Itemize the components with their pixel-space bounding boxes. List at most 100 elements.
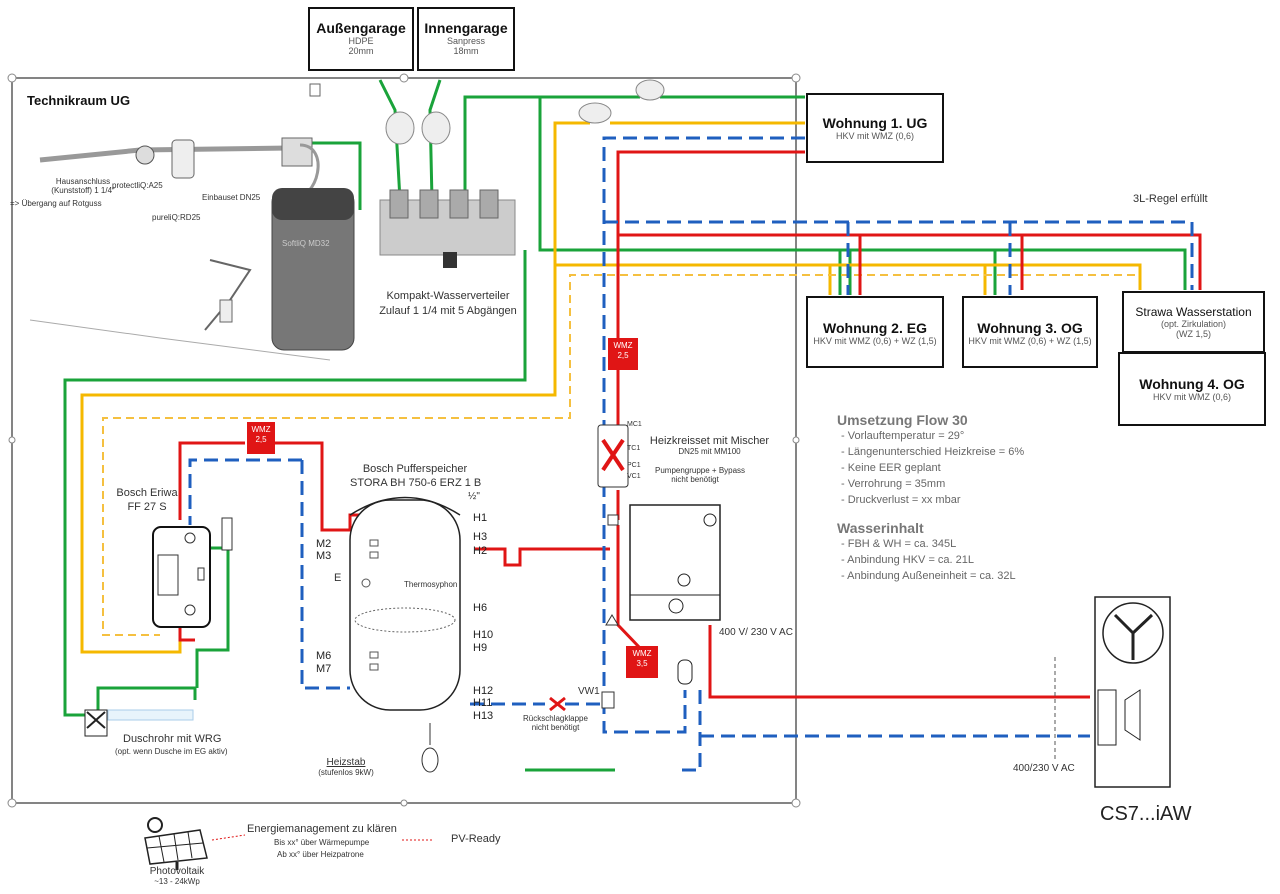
aussengarage-box: Außengarage HDPE 20mm — [308, 7, 414, 71]
friwa-station — [152, 517, 233, 628]
half-inch-label: ½" — [468, 491, 480, 502]
wmz-badge-supply-title: WMZ — [613, 341, 633, 350]
solar-panel — [144, 817, 432, 870]
pc1-label: PC1 — [627, 462, 641, 469]
energie-line-2: Bis xx° über Wärmepumpe — [274, 838, 370, 847]
vc1-label: VC1 — [627, 473, 641, 480]
aussengarage-title: Außengarage — [316, 20, 406, 36]
flow-notes: Umsetzung Flow 30 - Vorlauftemperatur = … — [837, 412, 1024, 584]
strawa-sub-2: (WZ 1,5) — [1176, 329, 1211, 339]
shower-pipe — [84, 709, 194, 737]
water-notes-item: - Anbindung HKV = ca. 21L — [841, 554, 975, 566]
puffer-line-2: STORA BH 750-6 ERZ 1 B — [350, 477, 482, 489]
flow-notes-item: - Längenunterschied Heizkreise = 6% — [841, 446, 1025, 458]
heizkreis-line-1: Heizkreisset mit Mischer — [649, 435, 770, 447]
port-h11: H11 — [473, 697, 493, 709]
hausanschluss-line-2: (Kunststoff) 1 1/4“ — [51, 186, 115, 195]
wohnung-4-sub: HKV mit WMZ (0,6) — [1153, 392, 1231, 402]
water-notes-item: - FBH & WH = ca. 345L — [841, 538, 957, 550]
heizkreis-label: Heizkreisset mit Mischer DN25 mit MM100 — [647, 435, 772, 456]
wohnung-4-box: Wohnung 4. OG HKV mit WMZ (0,6) — [1118, 352, 1266, 426]
friwa-line-1: Bosch Eriwa — [116, 487, 178, 499]
flow-notes-item: - Verrohrung = 35mm — [841, 478, 946, 490]
pv-line-1: Photovoltaik — [149, 866, 205, 877]
softliq-label: SoftliQ MD32 — [282, 239, 330, 248]
strawa-sub-1: (opt. Zirkulation) — [1160, 319, 1227, 329]
mc1-label: MC1 — [627, 421, 642, 428]
energie-label: Energiemanagement zu klären — [247, 823, 397, 835]
port-m3: M3 — [316, 550, 332, 562]
heizstab-label: Heizstab (stufenlos 9kW) — [316, 757, 376, 777]
flow-notes-title: Umsetzung Flow 30 — [837, 412, 968, 428]
hausanschluss-label: Hausanschluss (Kunststoff) 1 1/4“ — [38, 177, 128, 195]
buffer-tank — [349, 496, 461, 773]
indoor-unit — [605, 504, 721, 685]
flow-notes-item: - Druckverlust = xx mbar — [841, 494, 961, 506]
pv-label: Photovoltaik ~13 - 24kWp — [142, 866, 212, 886]
wohnung-3-sub: HKV mit WMZ (0,6) + WZ (1,5) — [968, 336, 1092, 346]
water-notes-item: - Anbindung Außeneinheit = ca. 32L — [841, 570, 1016, 582]
port-h10: H10 — [473, 629, 494, 641]
wohnung-2-title: Wohnung 2. EG — [823, 320, 927, 336]
hausanschluss-line-1: Hausanschluss — [55, 177, 111, 186]
warm-water-lines — [80, 121, 1142, 654]
port-h2: H2 — [473, 545, 488, 557]
port-m7: M7 — [316, 663, 332, 675]
wmz-badge-friwa: WMZ 2,5 — [247, 422, 275, 454]
rueckschlag-note: Rückschlagklappe nicht benötigt — [518, 714, 593, 732]
flow-notes-item: - Vorlauftemperatur = 29° — [841, 430, 965, 442]
wohnung-1-box: Wohnung 1. UG HKV mit WMZ (0,6) — [806, 93, 944, 163]
energie-line-3: Ab xx° über Heizpatrone — [277, 850, 364, 859]
heating-return-lines — [188, 136, 1194, 772]
wmz-badge-friwa-value: 2,5 — [255, 435, 267, 444]
verteiler-line-2: Zulauf 1 1/4 mit 5 Abgängen — [379, 305, 517, 317]
rueck-line-2: nicht benötigt — [531, 723, 580, 732]
rueck-line-1: Rückschlagklappe — [523, 714, 588, 723]
tc1-label: TC1 — [627, 445, 641, 452]
heizstab-line-1: Heizstab — [326, 757, 366, 768]
wohnung-3-title: Wohnung 3. OG — [977, 320, 1083, 336]
water-treatment-units — [29, 83, 355, 361]
port-h9: H9 — [473, 642, 488, 654]
water-notes-title: Wasserinhalt — [837, 520, 924, 536]
heizkreis-line-2: DN25 mit MM100 — [678, 447, 741, 456]
port-h13: H13 — [473, 710, 494, 722]
wohnung-1-title: Wohnung 1. UG — [822, 115, 928, 131]
friwa-label: Bosch Eriwa FF 27 S — [112, 486, 182, 514]
circulation-lines — [102, 274, 1135, 636]
voltage-label-outdoor: 400/230 V AC — [1013, 763, 1075, 774]
thermosyphon-label: Thermosyphon — [404, 580, 458, 589]
innengarage-diameter: 18mm — [453, 46, 479, 56]
wmz-badge-heatpump-title: WMZ — [632, 649, 652, 658]
heizstab-line-2: (stufenlos 9kW) — [318, 768, 374, 777]
port-h3: H3 — [473, 531, 488, 543]
voltage-label-indoor: 400 V/ 230 V AC — [719, 627, 793, 638]
heating-circuit-set — [549, 424, 629, 712]
port-m6: M6 — [316, 650, 332, 662]
cold-water-lines — [63, 79, 1187, 772]
wohnung-2-sub: HKV mit WMZ (0,6) + WZ (1,5) — [813, 336, 937, 346]
strawa-title: Strawa Wasserstation — [1135, 305, 1252, 319]
wmz-badge-friwa-title: WMZ — [251, 425, 271, 434]
strawa-box: Strawa Wasserstation (opt. Zirkulation) … — [1122, 291, 1265, 353]
innengarage-material: Sanpress — [446, 36, 486, 46]
wmz-badge-supply-value: 2,5 — [617, 351, 629, 360]
wohnung-4-title: Wohnung 4. OG — [1139, 376, 1245, 392]
verteiler-line-1: Kompakt-Wasserverteiler — [386, 290, 510, 302]
dusch-label: Duschrohr mit WRG — [123, 733, 222, 745]
protectliq-label: protectliQ:A25 — [112, 181, 163, 190]
outdoor-unit — [1054, 596, 1171, 788]
aussengarage-diameter: 20mm — [348, 46, 374, 56]
pv-line-2: ~13 - 24kWp — [154, 877, 200, 886]
pumpe-note: Pumpengruppe + Bypass nicht benötigt — [655, 466, 745, 484]
verteiler-label: Kompakt-Wasserverteiler Zulauf 1 1/4 mit… — [378, 289, 518, 319]
dusch-note: (opt. wenn Dusche im EG aktiv) — [115, 747, 228, 756]
technikraum-title: Technikraum UG — [27, 93, 131, 108]
innengarage-title: Innengarage — [424, 20, 508, 36]
wohnung-2-box: Wohnung 2. EG HKV mit WMZ (0,6) + WZ (1,… — [806, 296, 944, 368]
port-h6: H6 — [473, 602, 488, 614]
outdoor-unit-model: CS7...iAW — [1100, 803, 1192, 825]
flow-notes-item: - Keine EER geplant — [841, 462, 941, 474]
regel-label: 3L-Regel erfüllt — [1133, 193, 1208, 205]
port-h1: H1 — [473, 512, 488, 524]
